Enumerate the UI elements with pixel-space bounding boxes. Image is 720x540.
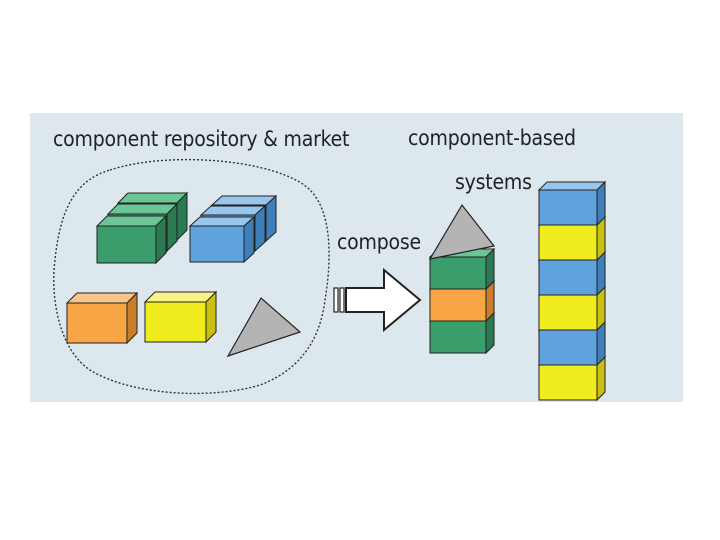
green-component-stack <box>95 191 189 265</box>
green-block <box>95 214 168 265</box>
systems-label-line1: component-based <box>408 126 576 150</box>
orange-component-block <box>65 291 139 345</box>
blue-component-stack <box>188 194 278 264</box>
blue-block <box>188 215 256 264</box>
yellow-component-block <box>143 290 218 344</box>
triangle-component <box>226 297 302 358</box>
triangle-component <box>428 203 496 260</box>
tall-system-stack <box>537 180 607 402</box>
systems-label-line2: systems <box>455 170 532 194</box>
repository-label: component repository & market <box>53 127 350 151</box>
compose-arrow <box>333 267 422 333</box>
compose-label: compose <box>337 230 421 254</box>
blue-block <box>537 180 607 227</box>
composed-system-stack <box>428 203 496 355</box>
repository-boundary <box>53 158 330 395</box>
